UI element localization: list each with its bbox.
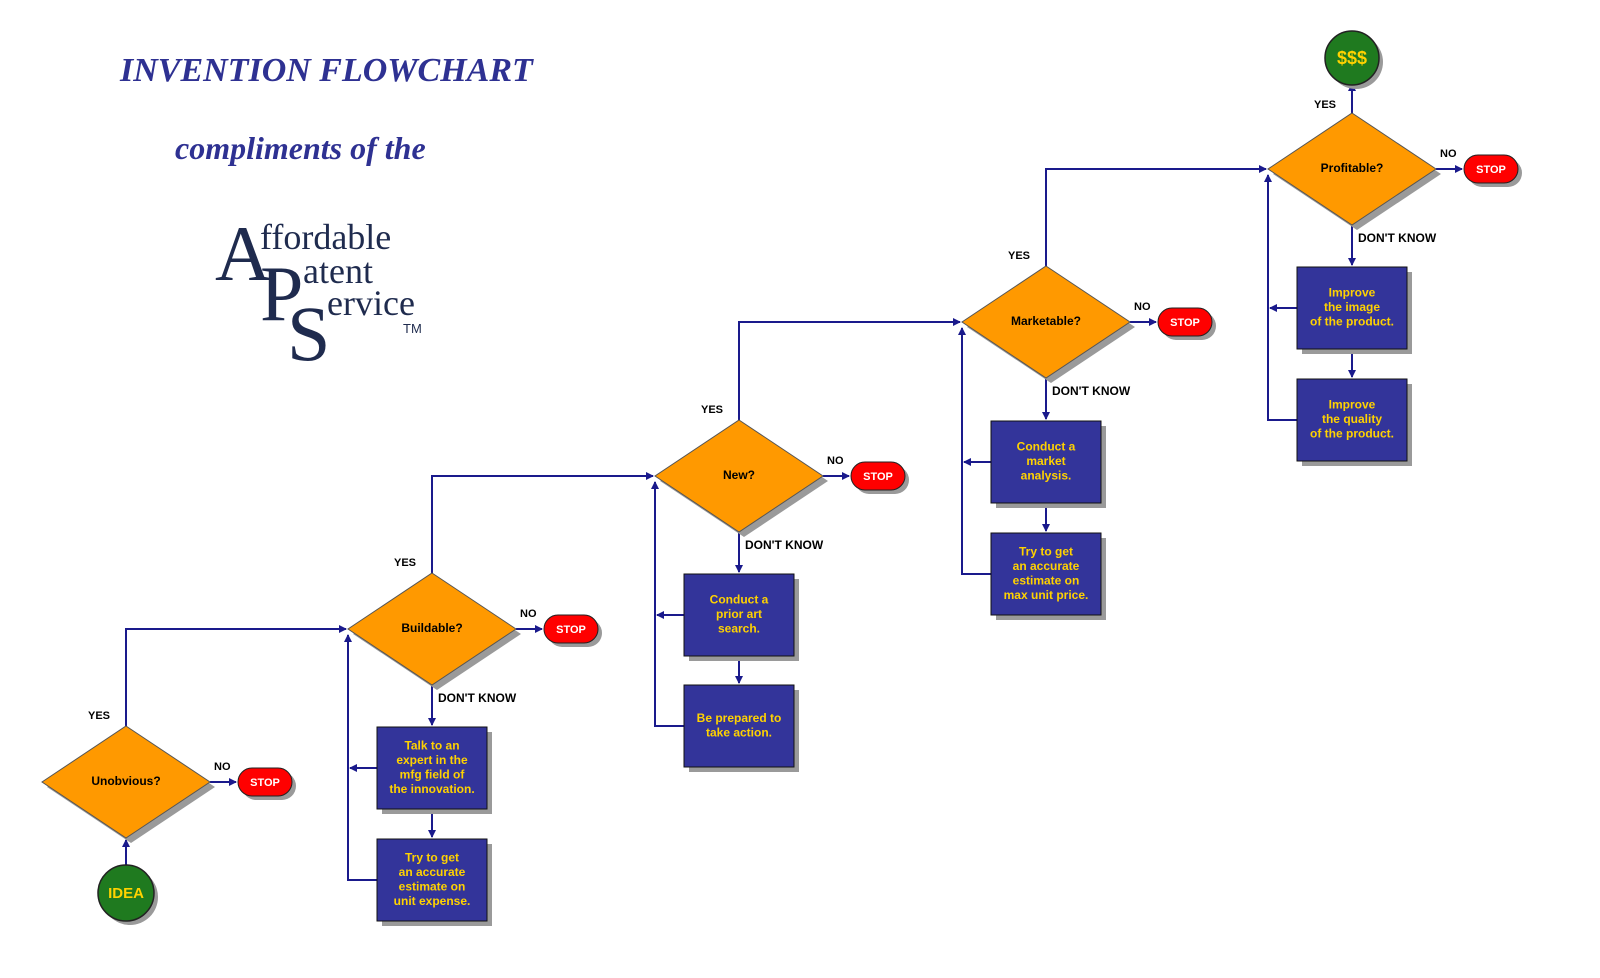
action-box-line: unit expense. xyxy=(394,894,471,908)
stop-label: STOP xyxy=(556,624,586,636)
stop-label: STOP xyxy=(1170,317,1200,329)
yes-connector xyxy=(738,318,961,420)
no-label: NO xyxy=(214,761,231,773)
page-subtitle: compliments of the xyxy=(175,130,426,166)
yes-label: YES xyxy=(394,557,416,569)
decision-diamond xyxy=(654,419,824,533)
decision-label: Profitable? xyxy=(1321,161,1384,175)
action-box xyxy=(376,726,488,810)
decision-diamond xyxy=(961,265,1131,379)
yes-label: YES xyxy=(1314,99,1336,111)
action-box xyxy=(990,532,1102,616)
no-label: NO xyxy=(1440,148,1457,160)
decision-diamond xyxy=(41,725,211,839)
logo-word-patent: atent xyxy=(303,251,373,291)
feedback-connector xyxy=(958,327,991,575)
decision-diamond xyxy=(1267,112,1437,226)
action-box-line: Improve xyxy=(1329,398,1376,412)
feedback-connector xyxy=(1264,174,1297,421)
company-logo: A ffordable P atent S ervice TM xyxy=(215,210,445,373)
feedback-connector xyxy=(651,481,684,727)
stop-label: STOP xyxy=(250,777,280,789)
start-terminal xyxy=(97,864,155,922)
no-label: NO xyxy=(827,455,844,467)
action-box-line: Talk to an xyxy=(404,738,459,752)
start-label: IDEA xyxy=(108,885,144,902)
action-box-line: Try to get xyxy=(405,850,459,864)
action-box xyxy=(1296,266,1408,350)
action-box-line: estimate on xyxy=(1013,573,1080,587)
action-box-line: prior art xyxy=(716,607,762,621)
action-box-line: expert in the xyxy=(396,753,468,767)
stop-terminal xyxy=(237,767,293,797)
decision-label: Buildable? xyxy=(401,621,462,635)
action-box-line: estimate on xyxy=(399,879,466,893)
stop-terminal xyxy=(1157,307,1213,337)
action-box xyxy=(376,838,488,922)
end-terminal xyxy=(1324,30,1380,86)
logo-letter-a: A xyxy=(215,210,272,297)
action-box-line: Improve xyxy=(1329,286,1376,300)
logo-trademark: TM xyxy=(403,321,422,336)
action-box-line: search. xyxy=(718,622,760,636)
action-box-line: an accurate xyxy=(1013,559,1080,573)
stop-terminal xyxy=(850,461,906,491)
action-box-line: the innovation. xyxy=(389,782,474,796)
dont-know-label: DON'T KNOW xyxy=(438,691,517,705)
action-box-line: of the product. xyxy=(1310,427,1394,441)
logo-letter-p: P xyxy=(260,250,304,337)
stop-label: STOP xyxy=(1476,164,1506,176)
action-box-line: Be prepared to xyxy=(697,711,782,725)
feedback-connector xyxy=(344,634,377,881)
yes-connector xyxy=(431,472,654,573)
action-box-line: an accurate xyxy=(399,865,466,879)
yes-label: YES xyxy=(1008,250,1030,262)
dont-know-label: DON'T KNOW xyxy=(1358,231,1437,245)
no-label: NO xyxy=(1134,301,1151,313)
decision-label: Marketable? xyxy=(1011,314,1081,328)
decision-label: New? xyxy=(723,468,755,482)
stop-label: STOP xyxy=(863,471,893,483)
action-box-line: of the product. xyxy=(1310,315,1394,329)
action-box-line: mfg field of xyxy=(400,767,466,781)
decision-label: Unobvious? xyxy=(91,774,160,788)
yes-connector xyxy=(1045,165,1267,266)
action-box-line: take action. xyxy=(706,725,772,739)
stop-terminal xyxy=(1463,154,1519,184)
yes-label: YES xyxy=(701,404,723,416)
action-box-line: Conduct a xyxy=(1017,440,1076,454)
action-box-line: max unit price. xyxy=(1004,588,1089,602)
action-box-line: market xyxy=(1026,454,1065,468)
action-box-line: Try to get xyxy=(1019,544,1073,558)
action-box xyxy=(683,684,795,768)
logo-letter-s: S xyxy=(287,290,331,377)
action-box xyxy=(1296,378,1408,462)
logo-word-affordable: ffordable xyxy=(260,217,392,257)
no-label: NO xyxy=(520,608,537,620)
action-box-line: analysis. xyxy=(1021,469,1072,483)
stop-terminal xyxy=(543,614,599,644)
yes-label: YES xyxy=(88,710,110,722)
dont-know-label: DON'T KNOW xyxy=(745,538,824,552)
dont-know-label: DON'T KNOW xyxy=(1052,384,1131,398)
action-box xyxy=(990,420,1102,504)
yes-connector xyxy=(125,625,347,726)
action-box-line: the image xyxy=(1324,300,1380,314)
end-label: $$$ xyxy=(1337,48,1367,68)
action-box-line: Conduct a xyxy=(710,593,769,607)
page-title: INVENTION FLOWCHART xyxy=(120,52,533,89)
logo-word-service: ervice xyxy=(327,283,415,323)
action-box-line: the quality xyxy=(1322,412,1382,426)
decision-diamond xyxy=(347,572,517,686)
action-box xyxy=(683,573,795,657)
